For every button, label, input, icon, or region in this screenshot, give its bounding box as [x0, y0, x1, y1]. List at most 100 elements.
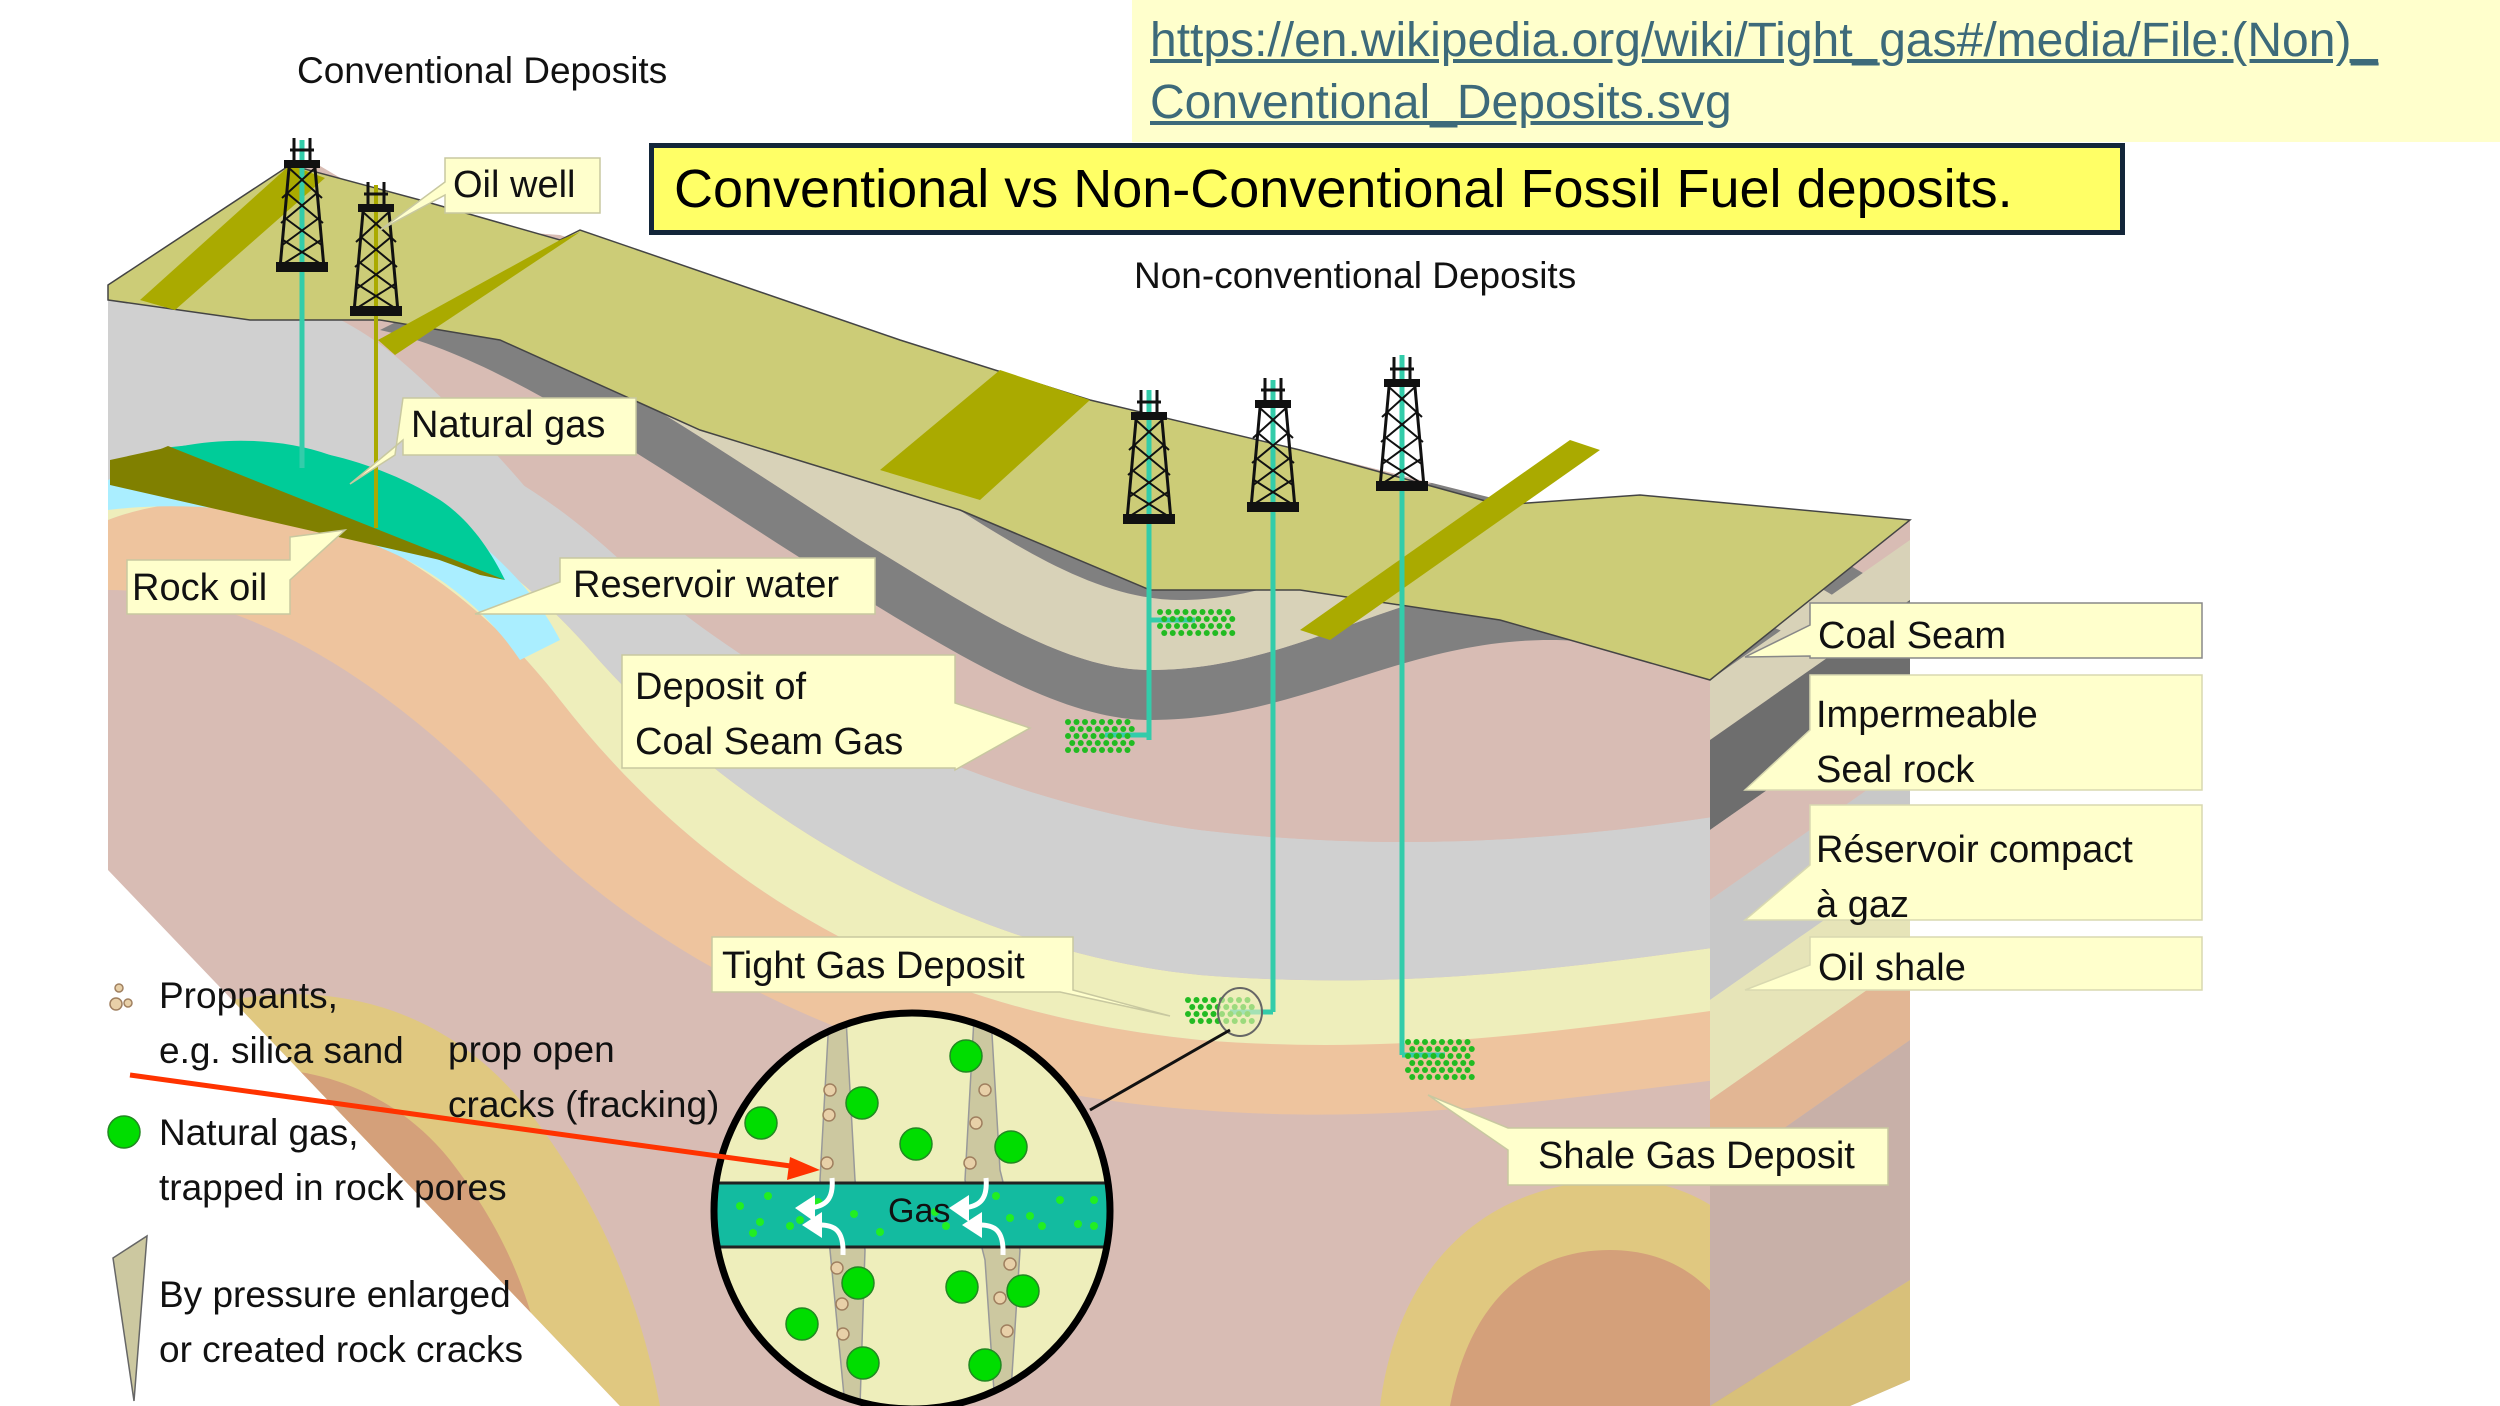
callout-tight-gas: Tight Gas Deposit	[711, 936, 1171, 1017]
gas-dot	[1409, 1060, 1416, 1066]
callout-label: Reservoir water	[573, 564, 839, 606]
gas-micro-dot	[786, 1222, 794, 1230]
callout-label: Shale Gas Deposit	[1538, 1135, 1855, 1177]
gas-dot	[1073, 747, 1080, 753]
gas-dot	[1161, 616, 1168, 622]
gas-micro-dot	[850, 1210, 858, 1218]
layer-label-line2: Seal rock	[1816, 749, 1975, 791]
gas-dot	[1185, 997, 1191, 1003]
legend-label-line2: or created rock cracks	[159, 1329, 523, 1370]
gas-dot	[1426, 1046, 1433, 1052]
gas-dot	[1107, 719, 1114, 725]
gas-bubble	[968, 1348, 1002, 1382]
callout-coal-seam-gas: Deposit of Coal Seam Gas	[621, 654, 1032, 772]
gas-dot	[1468, 1060, 1475, 1066]
gas-dot	[1422, 1053, 1428, 1059]
gas-dot	[1116, 747, 1122, 753]
gas-micro-dot	[736, 1202, 744, 1210]
proppant-grain	[993, 1291, 1007, 1305]
source-link-line1[interactable]: https://en.wikipedia.org/wiki/Tight_gas#…	[1150, 14, 2379, 67]
gas-dot	[1202, 997, 1208, 1003]
legend-label-line1: Proppants,	[159, 975, 338, 1016]
gas-dot	[1212, 616, 1219, 622]
proppant-grain	[823, 1083, 837, 1097]
gas-dot	[1090, 733, 1097, 739]
gas-dot	[1195, 630, 1202, 636]
gas-dot	[1443, 1074, 1450, 1080]
callout-oil-well: Oil well	[379, 157, 601, 231]
gas-bubble	[744, 1106, 778, 1140]
gas-dot	[1193, 1011, 1200, 1017]
gas-dot	[1157, 623, 1163, 629]
gas-dot	[1464, 1053, 1471, 1059]
annotation-line1: prop open	[448, 1029, 615, 1070]
gas-dot	[1413, 1039, 1420, 1045]
gas-dot	[1405, 1039, 1411, 1045]
layer-label-reservoir: Réservoir compact à gaz	[1742, 804, 2203, 926]
gas-dot	[1111, 740, 1118, 746]
gas-micro-dot	[749, 1229, 757, 1237]
gas-dot	[1456, 1039, 1462, 1045]
gas-dot	[1417, 1046, 1424, 1052]
gas-dot	[1193, 997, 1200, 1003]
callout-shale-gas: Shale Gas Deposit	[1427, 1094, 1889, 1186]
gas-dot	[1405, 1053, 1411, 1059]
proppant-grain	[969, 1116, 983, 1130]
gas-dot	[1090, 747, 1097, 753]
gas-channel-label: Gas	[888, 1192, 950, 1230]
gas-micro-dot	[1090, 1196, 1098, 1204]
gas-dot	[1413, 1067, 1420, 1073]
gas-micro-dot	[931, 1208, 939, 1216]
gas-micro-dot	[992, 1192, 1000, 1200]
layer-label-line1: Impermeable	[1816, 694, 2038, 736]
source-link[interactable]: https://en.wikipedia.org/wiki/Tight_gas#…	[1150, 10, 2490, 134]
callout-label-line2: Coal Seam Gas	[635, 721, 903, 763]
annotation-line2: cracks (fracking)	[448, 1084, 720, 1125]
gas-dot	[1426, 1074, 1433, 1080]
gas-dot	[1225, 609, 1231, 615]
gas-dot	[1460, 1060, 1467, 1066]
gas-dot	[1073, 733, 1080, 739]
gas-dot	[1422, 1067, 1428, 1073]
gas-dot	[1413, 1053, 1420, 1059]
legend-label-line1: By pressure enlarged	[159, 1274, 511, 1315]
gas-dot	[1165, 623, 1172, 629]
gas-micro-dot	[756, 1218, 764, 1226]
gas-dot	[1199, 623, 1206, 629]
source-link-line2[interactable]: Conventional_Deposits.svg	[1150, 76, 1732, 129]
gas-dot	[1208, 623, 1214, 629]
gas-dot	[1199, 609, 1206, 615]
gas-dot	[1111, 726, 1118, 732]
legend-label-line2: trapped in rock pores	[159, 1167, 507, 1208]
gas-dot	[1456, 1067, 1462, 1073]
gas-dot	[1225, 623, 1231, 629]
gas-micro-dot	[1056, 1196, 1064, 1204]
gas-dot	[1206, 1004, 1213, 1010]
gas-dot	[1409, 1046, 1416, 1052]
section-title-conventional: Conventional Deposits	[297, 50, 667, 91]
gas-dot	[1451, 1060, 1458, 1066]
gas-dot	[1107, 733, 1114, 739]
callout-rock-oil: Rock oil	[126, 528, 348, 615]
callout-label: Natural gas	[411, 404, 605, 446]
gas-dot	[1464, 1067, 1471, 1073]
gas-micro-dot	[1090, 1222, 1098, 1230]
gas-dot	[1065, 719, 1071, 725]
callout-label: Oil well	[453, 164, 575, 206]
gas-dot	[1229, 616, 1236, 622]
gas-dot	[1191, 623, 1197, 629]
gas-dot	[1443, 1046, 1450, 1052]
legend-natural-gas: Natural gas, trapped in rock pores	[159, 1105, 507, 1215]
legend-proppants: Proppants, e.g. silica sand	[159, 968, 404, 1078]
layer-label-seal-rock: Impermeable Seal rock	[1743, 674, 2203, 791]
gas-dot	[1206, 1018, 1213, 1024]
gas-dot	[1422, 1039, 1428, 1045]
gas-dot	[1191, 609, 1197, 615]
layer-label-line1: Réservoir compact	[1816, 829, 2133, 871]
gas-dot	[1220, 616, 1227, 622]
gas-bubble	[994, 1130, 1028, 1164]
gas-dot	[1185, 1011, 1191, 1017]
gas-dot	[1182, 609, 1189, 615]
gas-dot	[1447, 1067, 1454, 1073]
